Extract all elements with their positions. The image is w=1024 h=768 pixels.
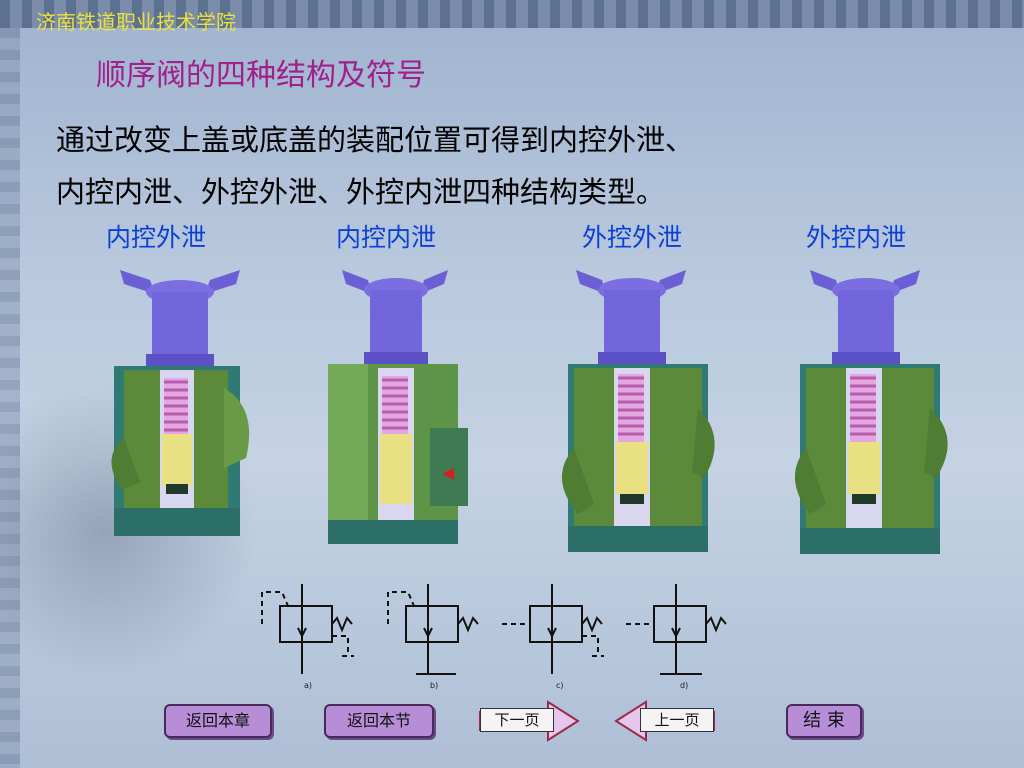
film-strip-left [0,28,20,768]
valve-image-internal-internal [328,270,468,544]
valve-image-external-external [561,270,715,552]
back-to-chapter-button[interactable]: 返回本章 [164,704,272,738]
description: 通过改变上盖或底盖的装配位置可得到内控外泄、 内控内泄、外控外泄、外控内泄四种结… [56,114,956,218]
symbol-external-internal: d) [626,584,727,690]
next-page-button[interactable]: 下一页 [480,708,554,732]
label-external-internal: 外控内泄 [806,223,907,252]
symbol-caption: d) [680,681,688,690]
symbol-external-external: c) [502,584,604,690]
valve-image-external-internal [794,270,948,554]
symbol-caption: b) [430,681,438,690]
back-to-section-button[interactable]: 返回本节 [324,704,434,738]
symbol-internal-internal: b) [387,584,479,690]
label-internal-external: 内控外泄 [106,223,207,252]
end-button[interactable]: 结 束 [786,704,862,738]
valve-image-internal-external [111,270,250,536]
symbol-internal-external: a) [261,584,354,690]
symbol-caption: c) [556,681,564,690]
prev-page-button[interactable]: 上一页 [640,708,714,732]
description-line-1: 通过改变上盖或底盖的装配位置可得到内控外泄、 [56,123,695,157]
school-name: 济南铁道职业技术学院 [36,10,236,34]
label-external-external: 外控外泄 [582,223,683,252]
film-strip-top [0,0,1024,28]
slide-title: 顺序阀的四种结构及符号 [96,58,426,93]
symbol-caption: a) [304,681,312,690]
description-line-2: 内控内泄、外控外泄、外控内泄四种结构类型。 [56,175,666,209]
label-internal-internal: 内控内泄 [336,223,437,252]
